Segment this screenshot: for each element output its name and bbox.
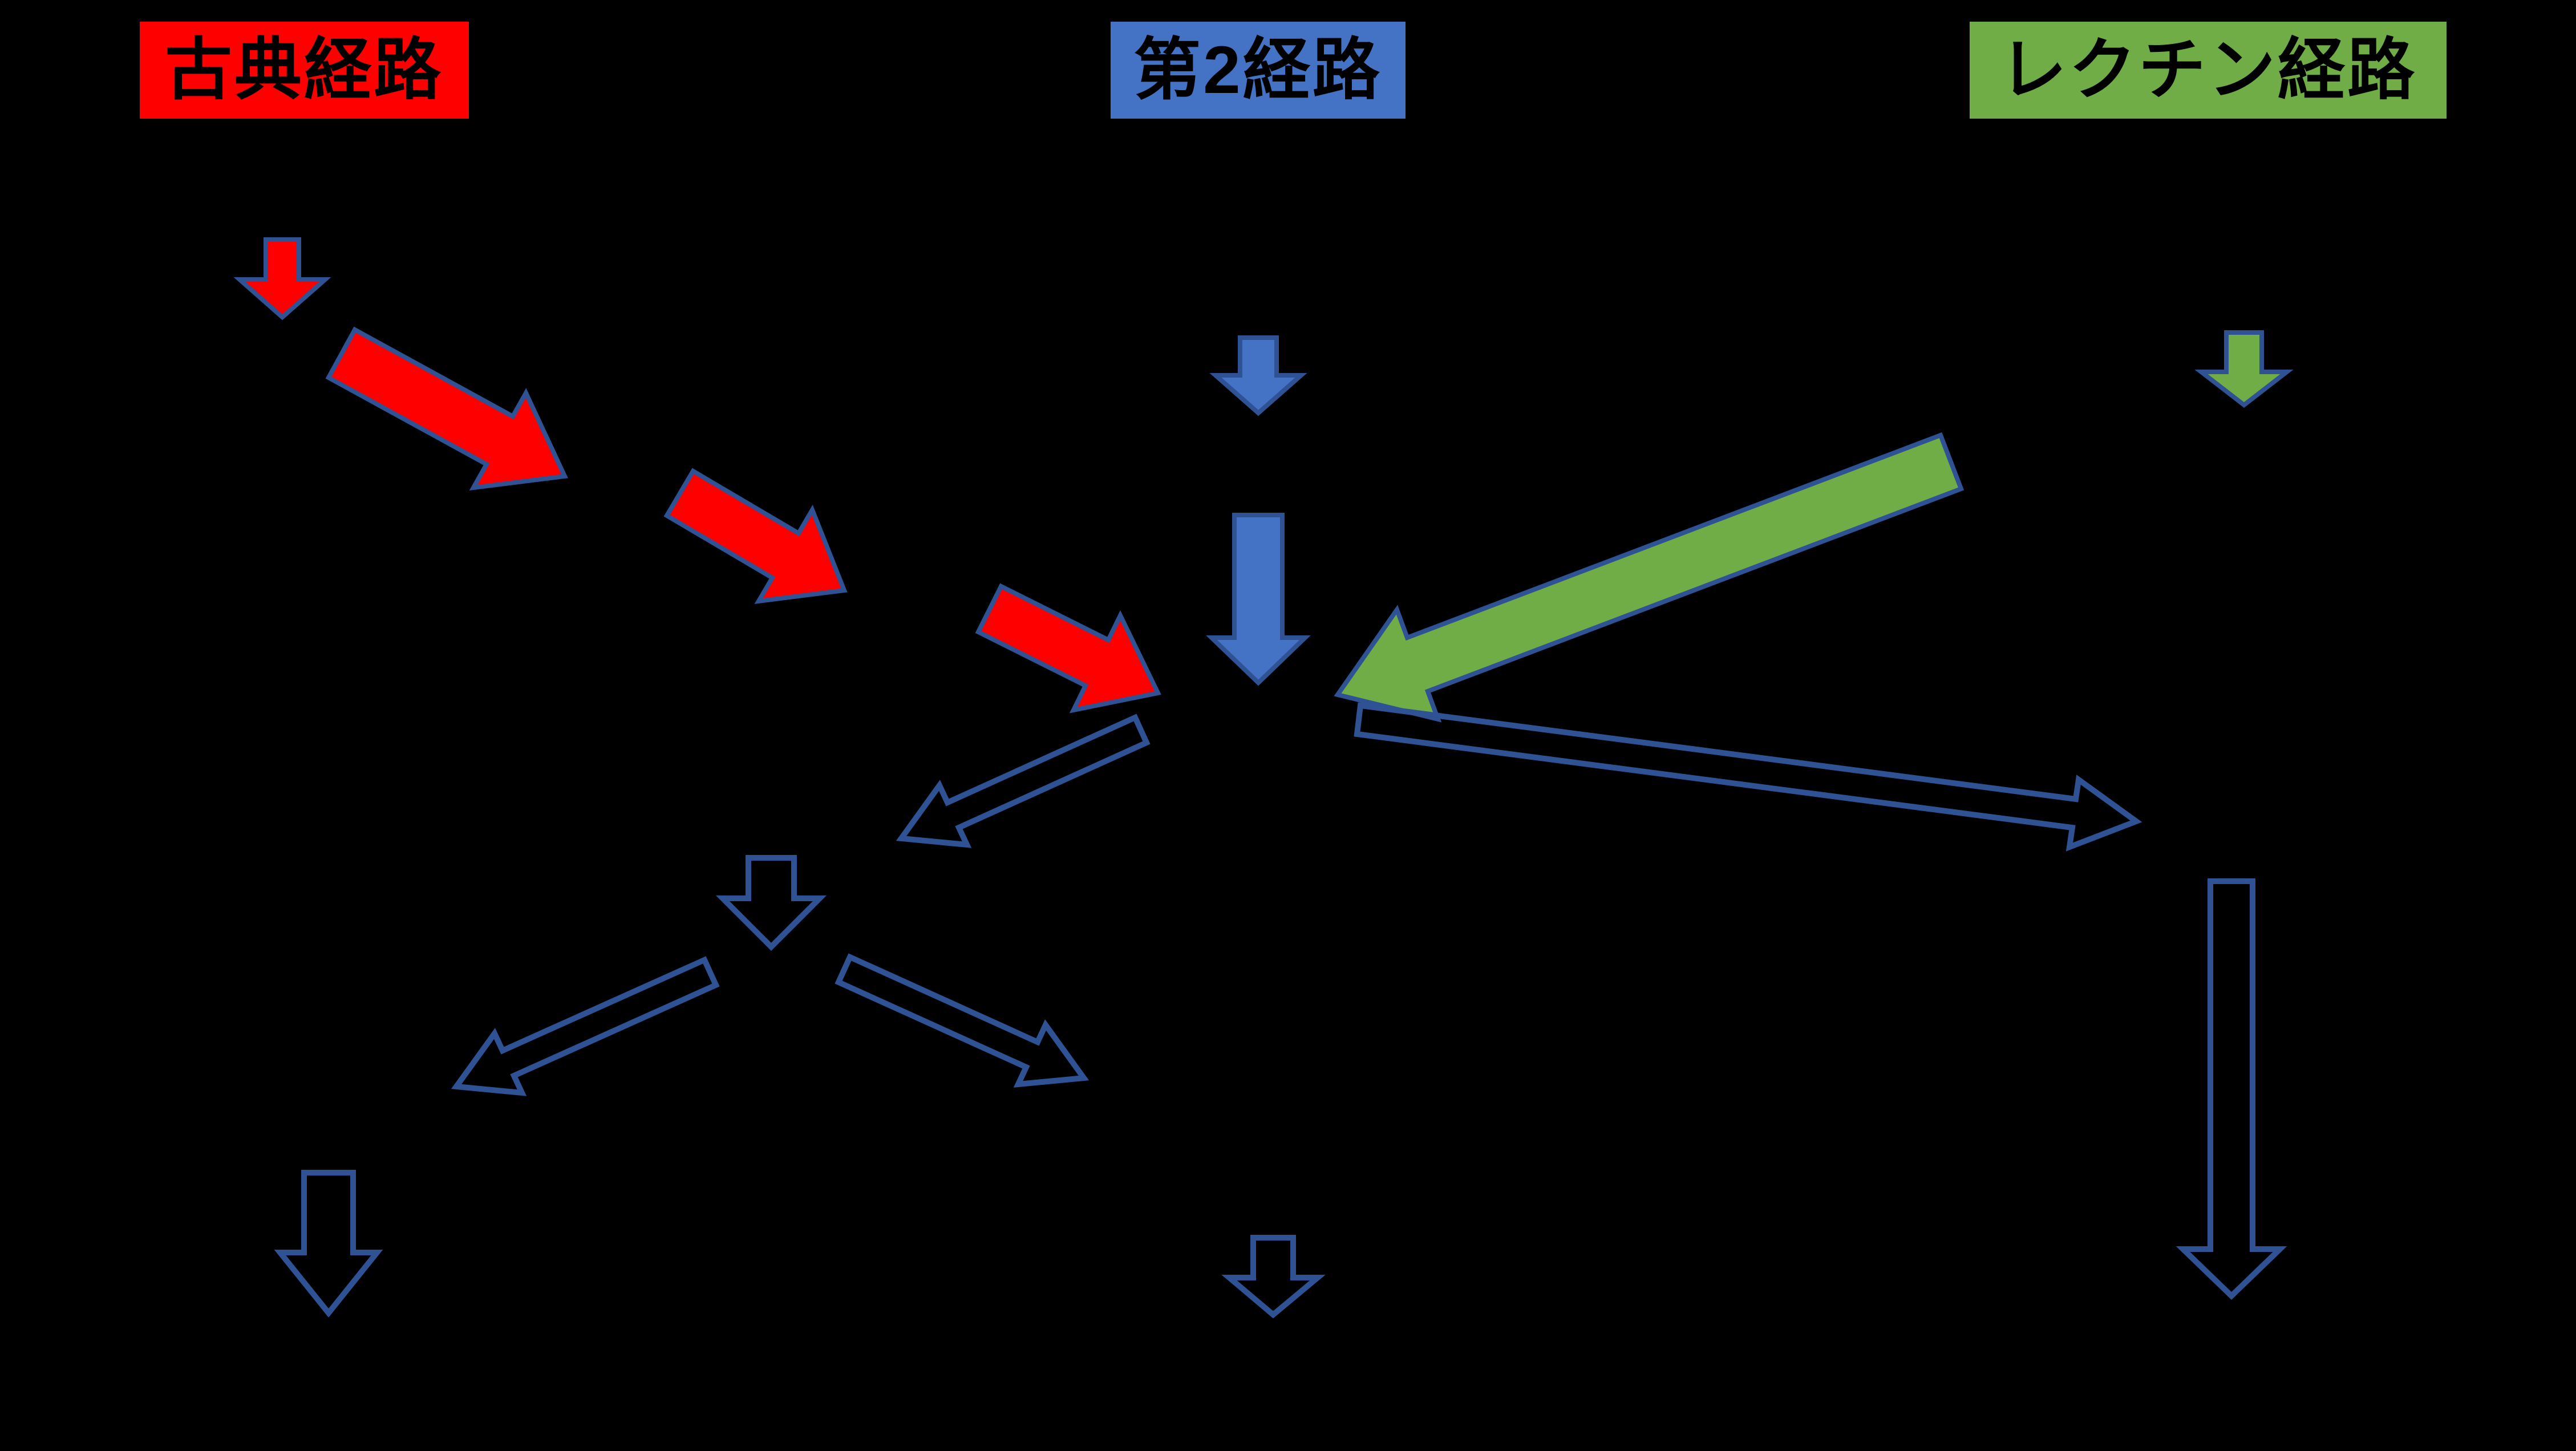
lectin-pathway-label (1970, 22, 2447, 119)
center-left-branch-arrow-icon (896, 714, 1151, 848)
lectin-pathway-arrows (1334, 330, 2294, 723)
alternative-pathway-arrows (1206, 335, 1311, 686)
alternative-step-arrow-1-icon (1209, 335, 1307, 416)
center-right-branch-arrow-icon (1354, 702, 2142, 852)
branch-left-arrow-icon (451, 956, 720, 1096)
branch-right-arrow-icon (835, 953, 1089, 1088)
alternative-pathway-label-text: 第2経路 (1133, 33, 1382, 108)
classical-step-arrow-4-icon (975, 583, 1161, 714)
downstream-branch-arrows (274, 702, 2287, 1319)
classical-step-arrow-3-icon (663, 468, 848, 604)
branch-down-arrow-icon (715, 855, 827, 951)
classical-step-arrow-2-icon (325, 326, 568, 491)
lectin-step-arrow-1-icon (2194, 330, 2294, 408)
classical-pathway-arrows (233, 237, 1161, 714)
right-long-down-arrow-icon (2176, 878, 2287, 1300)
alternative-step-arrow-2-icon (1206, 513, 1311, 686)
pathway-header-labels: 古典経路 第2経路 レクチン経路 (140, 22, 2447, 119)
bottom-center-down-arrow-icon (1221, 1235, 1326, 1319)
alternative-pathway-label (1111, 22, 1406, 119)
classical-step-arrow-1-icon (233, 237, 331, 321)
lectin-pathway-label-text: レクチン経路 (1999, 33, 2417, 108)
classical-pathway-label (140, 22, 469, 119)
bottom-left-down-arrow-icon (274, 1170, 383, 1318)
classical-pathway-label-text: 古典経路 (165, 33, 443, 108)
